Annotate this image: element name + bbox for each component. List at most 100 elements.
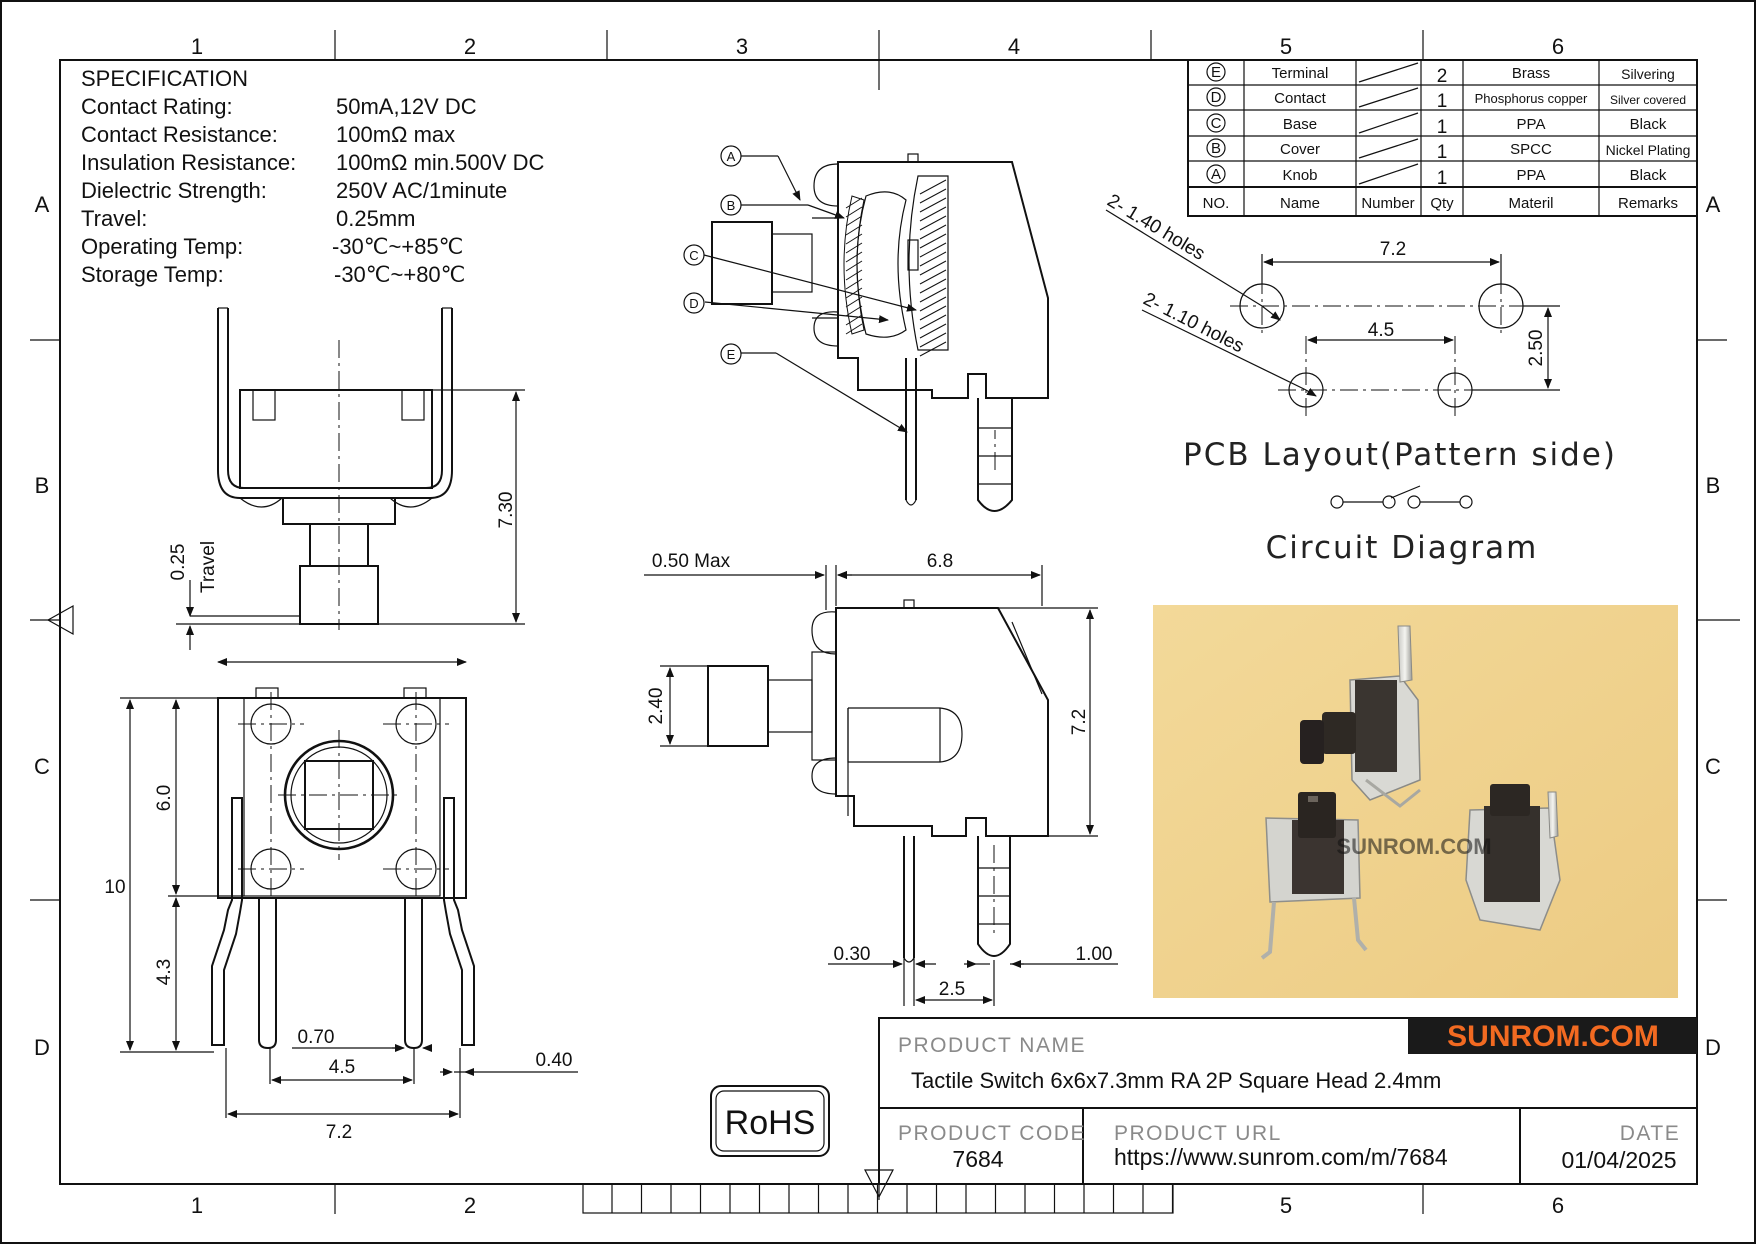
dim-side-0-30: 0.30 xyxy=(834,944,871,965)
product-name-label: PRODUCT NAME xyxy=(898,1034,1086,1057)
bom-header-qty: Qty xyxy=(1430,195,1454,212)
dim-side-1-00: 1.00 xyxy=(1076,944,1113,965)
bom-no-b: B xyxy=(1211,140,1221,157)
bom-material-knob: PPA xyxy=(1517,167,1546,184)
hatch-line xyxy=(919,188,947,204)
bom-remarks-base: Black xyxy=(1630,116,1667,133)
zone-row-a-left: A xyxy=(35,192,50,217)
dim-bottom-0-70: 0.70 xyxy=(298,1027,335,1048)
hatch-line xyxy=(845,206,863,218)
bom-name-base: Base xyxy=(1283,116,1317,133)
product-code-value[interactable]: 7684 xyxy=(952,1146,1003,1172)
brand-logo: SUNROM.COM xyxy=(1447,1020,1659,1053)
zone-col-3: 3 xyxy=(736,34,748,59)
zone-col-4: 4 xyxy=(1008,34,1020,59)
switch-photo-3 xyxy=(1465,784,1561,931)
zone-row-c-left: C xyxy=(34,754,50,779)
pcb-holes-1-40: 2- 1.40 holes xyxy=(1103,190,1208,265)
callout-e: E xyxy=(727,347,736,362)
dim-side-6-8: 6.8 xyxy=(927,551,953,572)
spec-title: SPECIFICATION xyxy=(81,66,248,91)
callout-b: B xyxy=(727,198,736,213)
rohs-text: RoHS xyxy=(725,1104,816,1142)
pcb-dim-2-50: 2.50 xyxy=(1526,330,1547,367)
hatch-line xyxy=(845,323,863,335)
rohs-badge xyxy=(710,1085,830,1157)
spec-label-storage-temp: Storage Temp: xyxy=(81,262,224,287)
hatch-line xyxy=(845,215,863,227)
zone-row-d-right: D xyxy=(1705,1035,1721,1060)
dim-front-height: 7.30 xyxy=(496,492,517,529)
bom-qty-base: 1 xyxy=(1437,117,1448,138)
pcb-holes-1-10: 2- 1.10 holes xyxy=(1140,289,1247,358)
side-view-drawing xyxy=(644,565,1118,1006)
product-url-label: PRODUCT URL xyxy=(1114,1122,1282,1145)
bom-material-terminal: Brass xyxy=(1512,65,1550,82)
callout-a: A xyxy=(727,149,736,164)
circuit-diagram-symbol xyxy=(1330,485,1473,509)
spec-label-travel: Travel: xyxy=(81,206,147,231)
bom-header-no: NO. xyxy=(1203,195,1230,212)
bom-no-e: E xyxy=(1211,64,1221,81)
hatch-line xyxy=(919,206,947,222)
zone-bottom-col-1: 1 xyxy=(191,1193,203,1218)
switch-photo-2 xyxy=(1260,792,1368,960)
dim-bottom-6: 6.0 xyxy=(154,785,175,811)
zone-bottom-col-6: 6 xyxy=(1552,1193,1564,1218)
spec-value-travel: 0.25mm xyxy=(336,206,415,231)
dim-bottom-0-40: 0.40 xyxy=(536,1050,573,1071)
bom-table: E D C B A Terminal Contact Base Cover Kn… xyxy=(1187,59,1698,217)
bom-header-name: Name xyxy=(1280,195,1320,212)
date-label: DATE xyxy=(1620,1122,1680,1145)
hatch-line xyxy=(919,242,947,258)
specification-block: SPECIFICATION Contact Rating: 50mA,12V D… xyxy=(81,66,545,287)
hatch-line xyxy=(919,296,947,312)
dim-bottom-4-3: 4.3 xyxy=(154,959,175,985)
callout-c: C xyxy=(689,248,698,263)
hatch-line xyxy=(919,224,947,240)
zone-bottom-col-5: 5 xyxy=(1280,1193,1292,1218)
dim-side-2-40: 2.40 xyxy=(646,688,667,725)
dim-side-2-5: 2.5 xyxy=(939,979,965,1000)
spec-label-dielectric: Dielectric Strength: xyxy=(81,178,267,203)
bottom-view-drawing xyxy=(120,658,578,1118)
hatch-line xyxy=(845,287,863,299)
pcb-dim-7-2: 7.2 xyxy=(1380,239,1406,260)
bom-header-number: Number xyxy=(1361,195,1414,212)
hatch-line xyxy=(919,251,947,267)
hatch-line xyxy=(845,278,863,290)
zone-row-c-right: C xyxy=(1705,754,1721,779)
bom-name-knob: Knob xyxy=(1282,167,1317,184)
product-url-link[interactable]: https://www.sunrom.com/m/7684 xyxy=(1114,1144,1448,1170)
front-view-drawing xyxy=(176,307,525,650)
spec-label-operating-temp: Operating Temp: xyxy=(81,234,243,259)
title-block xyxy=(878,1017,1698,1185)
zone-bottom-col-2: 2 xyxy=(464,1193,476,1218)
hatch-line xyxy=(845,251,863,263)
pcb-layout-caption: PCB Layout(Pattern side) xyxy=(1183,437,1617,473)
callout-d: D xyxy=(689,296,698,311)
hatch-line xyxy=(919,269,947,285)
product-photo: SUNROM.COM xyxy=(1153,605,1678,998)
product-name-value: Tactile Switch 6x6x7.3mm RA 2P Square He… xyxy=(911,1068,1441,1093)
bom-qty-contact: 1 xyxy=(1437,91,1448,112)
bom-remarks-knob: Black xyxy=(1630,167,1667,184)
bom-material-base: PPA xyxy=(1517,116,1546,133)
spec-label-insulation: Insulation Resistance: xyxy=(81,150,296,175)
hatch-line xyxy=(919,341,947,357)
hatch-line xyxy=(845,233,863,245)
photo-watermark: SUNROM.COM xyxy=(1336,834,1491,859)
hatch-line xyxy=(919,314,947,330)
hatch-line xyxy=(845,197,863,209)
spec-label-contact-rating: Contact Rating: xyxy=(81,94,233,119)
spec-value-contact-rating: 50mA,12V DC xyxy=(336,94,477,119)
hatch-line xyxy=(919,215,947,231)
pcb-layout-drawing xyxy=(1105,209,1560,418)
dim-side-7-2: 7.2 xyxy=(1069,709,1090,735)
bom-header-remarks: Remarks xyxy=(1618,195,1678,212)
zone-row-d-left: D xyxy=(34,1035,50,1060)
dim-bottom-10: 10 xyxy=(104,877,125,898)
bom-qty-knob: 1 xyxy=(1437,168,1448,189)
bom-name-cover: Cover xyxy=(1280,141,1320,158)
